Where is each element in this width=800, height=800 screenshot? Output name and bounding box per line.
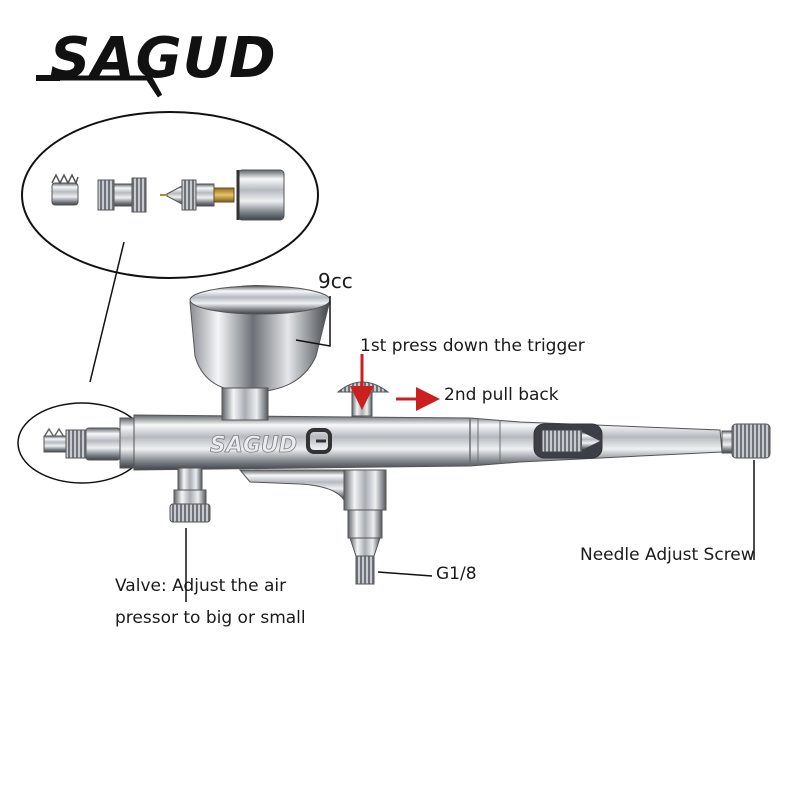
thread-size-label: G1/8 [436,564,477,584]
leader-lines [185,296,755,602]
trigger-step2-label: 2nd pull back [444,385,559,405]
gravity-cup [189,285,331,421]
crown-cap-part [51,173,79,206]
nozzle-part [160,179,235,211]
body-tube-part [236,169,285,221]
cup-leader-line [295,296,331,347]
air-valve-label-line2: pressor to big or small [115,608,306,628]
body-engraving: SAGUD [210,433,297,458]
airbrush-body: SAGUD [43,414,771,471]
air-valve-label: Valve: Adjust the air pressor to big or … [115,570,335,634]
air-valve [169,467,211,523]
inset-connector-line [89,241,125,383]
parts-inset [21,111,319,279]
handle-air-inlet [238,469,387,585]
needle-screw-label: Needle Adjust Screw [580,545,755,565]
cup-capacity-label: 9cc [318,269,353,293]
brand-logo: SAGUD [50,26,277,91]
trigger-step1-label: 1st press down the trigger [360,336,585,356]
air-valve-label-line1: Valve: Adjust the air [115,576,287,596]
logo-mark [36,75,163,98]
nozzle-cap-part [97,177,147,213]
thread-leader-line [377,571,433,577]
